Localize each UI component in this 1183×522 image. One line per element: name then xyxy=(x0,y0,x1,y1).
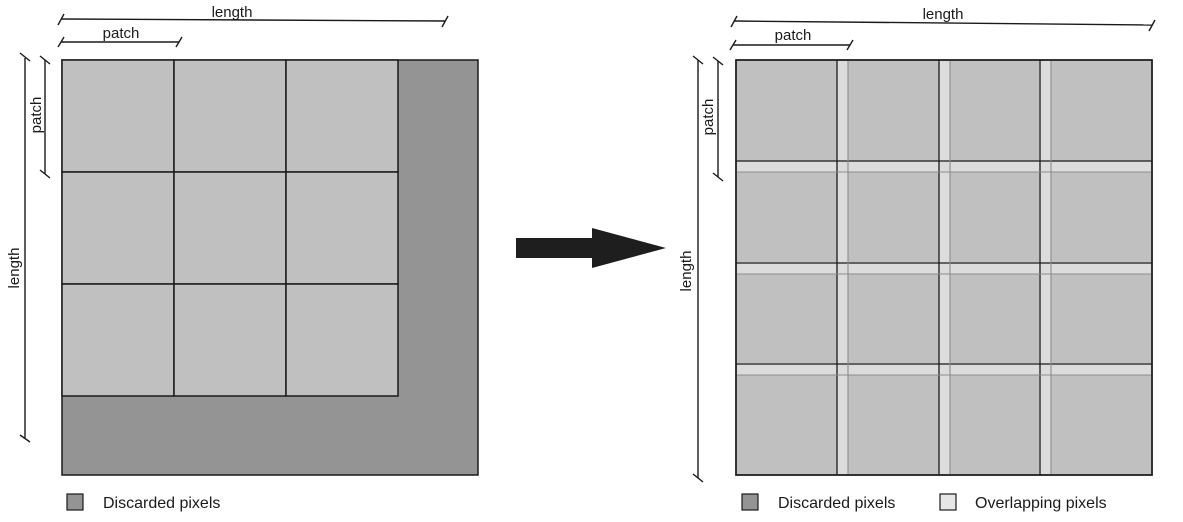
patch xyxy=(1051,61,1151,161)
right-side-patch-label: patch xyxy=(700,99,717,136)
patch xyxy=(950,274,1039,363)
patch xyxy=(173,283,287,397)
right-side-length-dimension xyxy=(692,55,704,483)
patch xyxy=(848,172,939,262)
patch xyxy=(950,172,1039,262)
right-top-length-dimension xyxy=(730,15,1156,32)
patch xyxy=(1051,172,1151,262)
right-side-length-label: length xyxy=(678,251,695,292)
right-top-patch-label: patch xyxy=(775,27,812,44)
patch xyxy=(61,59,175,173)
patch xyxy=(173,171,287,285)
right-top-patch-dimension xyxy=(729,39,854,51)
left-patch-grid xyxy=(61,59,399,397)
patch xyxy=(737,172,837,262)
left-side-length-dimension xyxy=(19,52,31,443)
patch xyxy=(848,274,939,363)
right-side-patch-dimension xyxy=(712,56,724,182)
patch xyxy=(1051,375,1151,474)
patch xyxy=(737,274,837,363)
patch xyxy=(61,171,175,285)
left-side-patch-label: patch xyxy=(28,97,45,134)
patch xyxy=(285,283,399,397)
right-legend: Discarded pixels Overlapping pixels xyxy=(741,493,1107,512)
legend-label-overlapping: Overlapping pixels xyxy=(975,495,1107,512)
right-patch-boundaries-dark xyxy=(736,60,1152,475)
patch xyxy=(950,61,1039,161)
patch xyxy=(737,61,837,161)
left-legend: Discarded pixels xyxy=(66,493,220,512)
patch xyxy=(61,283,175,397)
right-image-border xyxy=(735,59,1153,476)
left-panel: length patch length patch Discarded pixe… xyxy=(6,4,479,512)
legend-label-discarded: Discarded pixels xyxy=(778,495,895,512)
left-top-patch-dimension xyxy=(57,36,183,48)
left-side-length-label: length xyxy=(6,248,23,289)
patch xyxy=(950,375,1039,474)
left-side-patch-dimension xyxy=(39,55,51,179)
patch xyxy=(848,61,939,161)
transform-arrow xyxy=(516,228,666,268)
left-top-length-dimension xyxy=(57,13,449,28)
legend-label-discarded: Discarded pixels xyxy=(103,495,220,512)
right-top-length-label: length xyxy=(923,6,964,23)
legend-swatch-overlapping xyxy=(939,493,957,511)
right-patch-boundaries-light xyxy=(736,60,1152,475)
left-top-patch-label: patch xyxy=(103,25,140,42)
legend-swatch-discarded xyxy=(741,493,759,511)
patch xyxy=(1051,274,1151,363)
patch xyxy=(285,171,399,285)
right-panel: length patch length patch Discarded pixe… xyxy=(678,6,1156,512)
right-patch-grid xyxy=(737,61,1151,474)
patch xyxy=(285,59,399,173)
patch xyxy=(737,375,837,474)
left-top-length-label: length xyxy=(212,4,253,21)
legend-swatch-discarded xyxy=(66,493,84,511)
patch xyxy=(173,59,287,173)
patch xyxy=(848,375,939,474)
arrow-icon xyxy=(516,228,666,268)
